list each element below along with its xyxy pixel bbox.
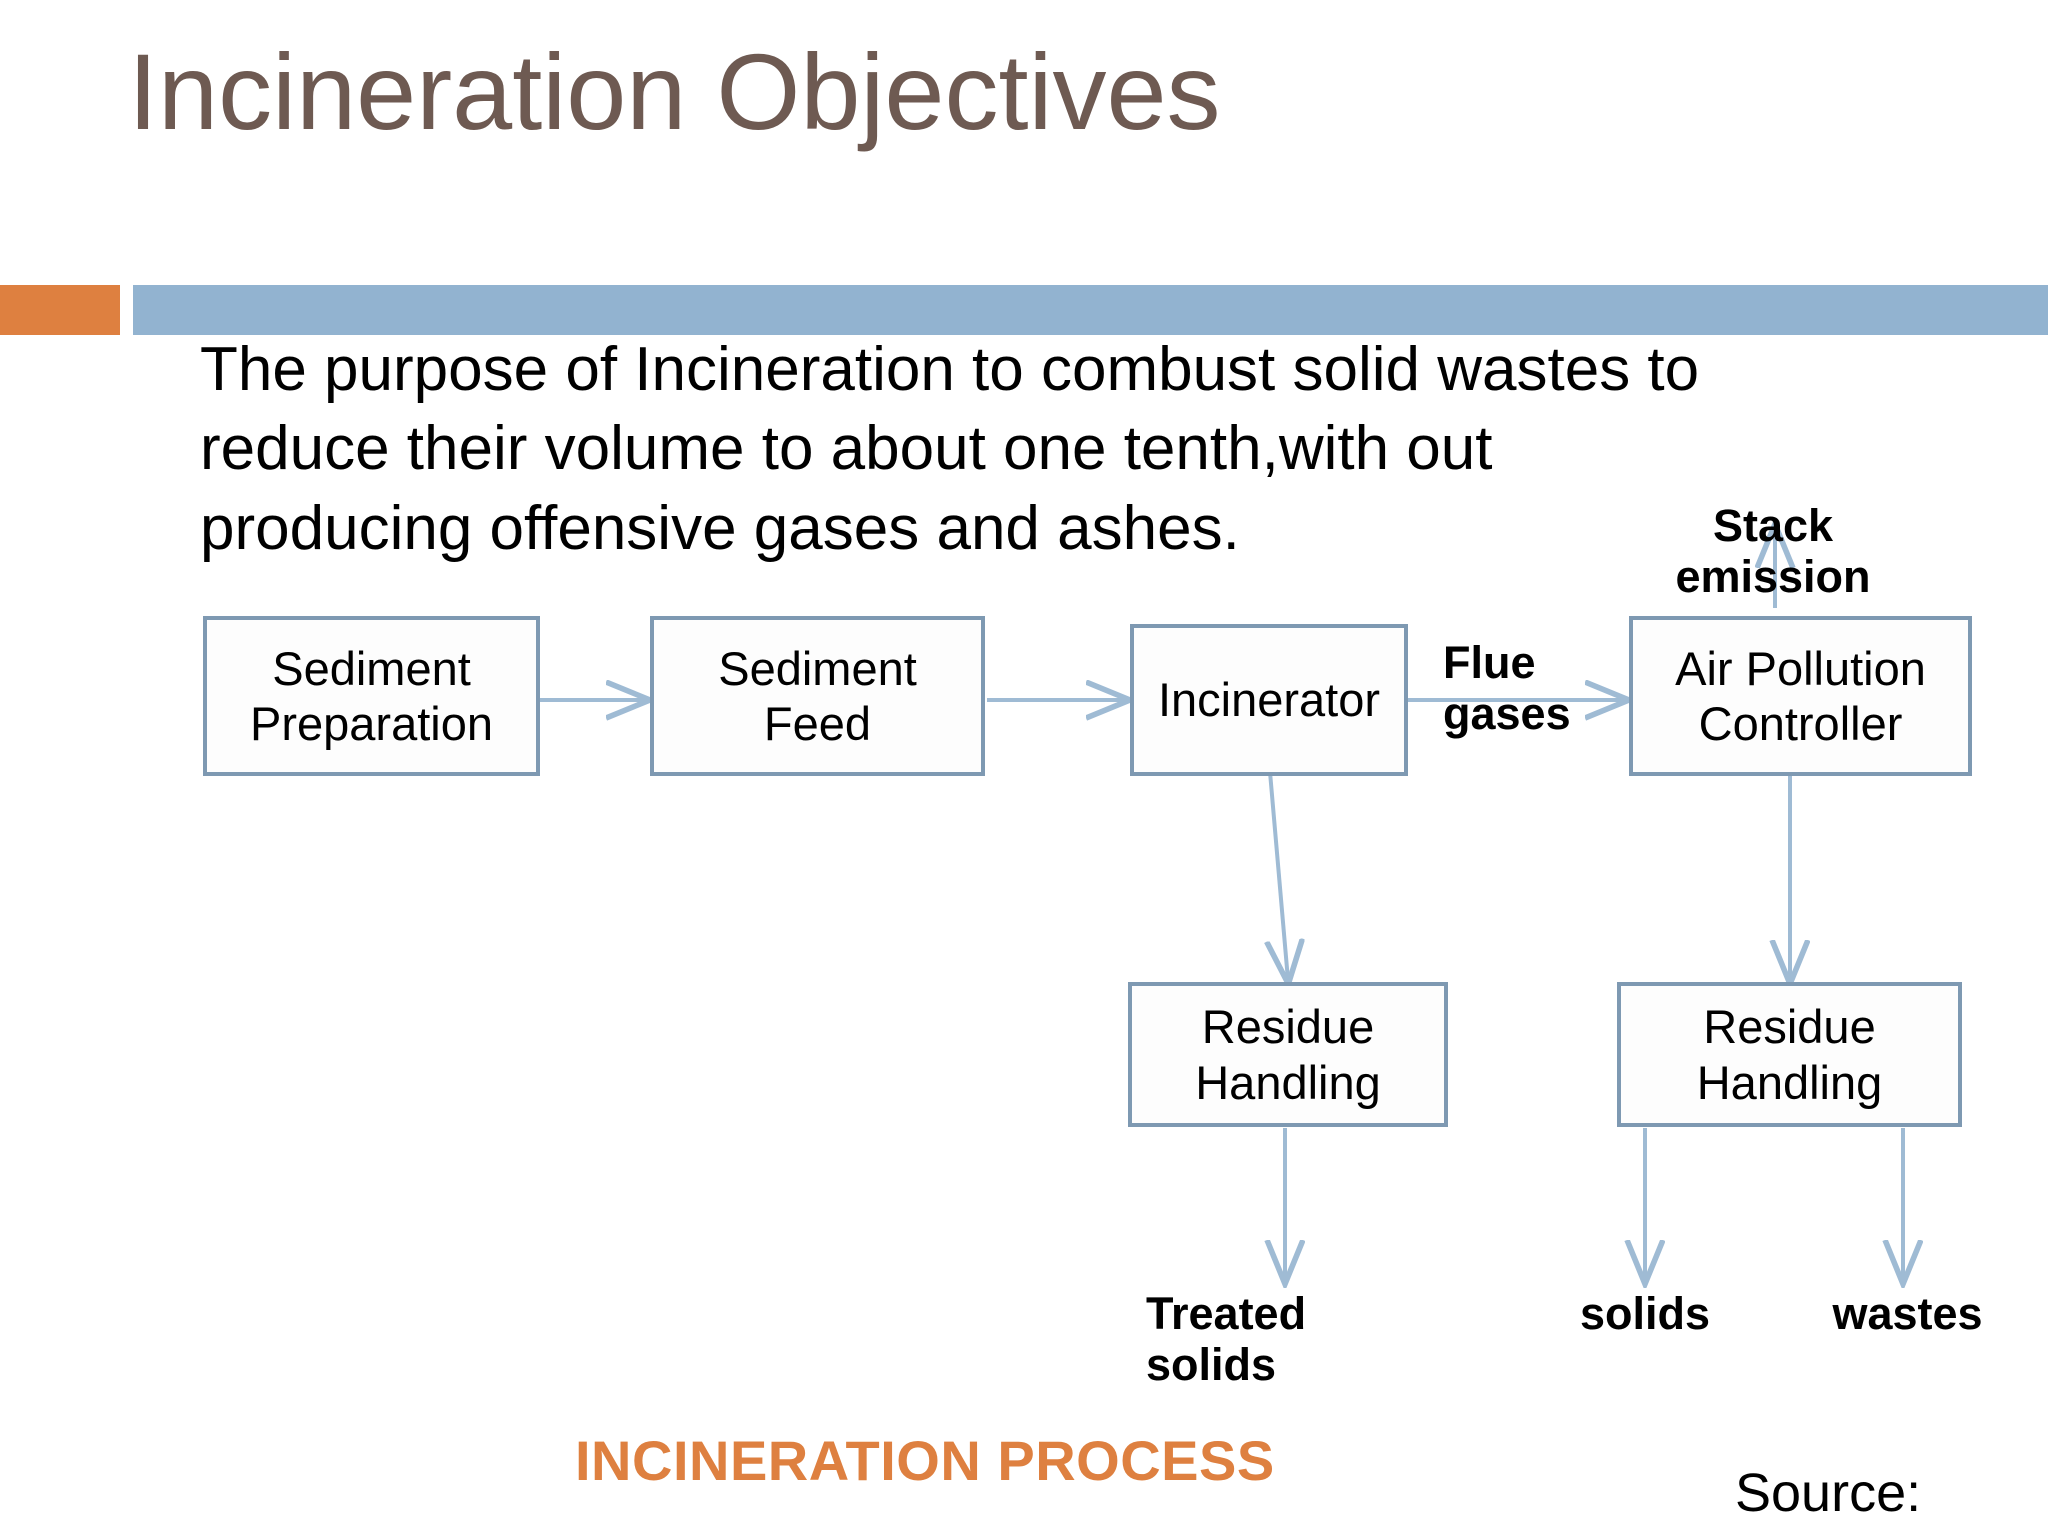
accent-bar-orange <box>0 285 120 335</box>
body-paragraph: The purpose of Incineration to combust s… <box>200 335 1700 563</box>
page-title: Incineration Objectives <box>128 31 1221 152</box>
label-solids: solids <box>1579 1288 1711 1339</box>
process-caption: INCINERATION PROCESS <box>575 1429 1275 1492</box>
flow-box-residue-handling-left[interactable]: Residue Handling <box>1128 982 1448 1127</box>
flow-box-air-pollution-controller[interactable]: Air Pollution Controller <box>1629 616 1972 776</box>
flow-box-label: Sediment Preparation <box>250 641 493 750</box>
flow-box-label: Incinerator <box>1157 673 1381 727</box>
source-label: Source: <box>1735 1463 1922 1523</box>
connector-incinerator-to-residue-left <box>1270 771 1288 980</box>
flow-box-label: Residue Handling <box>1195 1000 1381 1109</box>
flow-box-sediment-feed[interactable]: Sediment Feed <box>650 616 985 776</box>
flow-box-label: Air Pollution Controller <box>1675 641 1926 750</box>
flow-box-incinerator[interactable]: Incinerator <box>1130 624 1408 776</box>
label-wastes: wastes <box>1832 1288 1983 1339</box>
label-flue-gases: Flue gases <box>1443 637 1571 740</box>
flow-box-label: Residue Handling <box>1696 1000 1883 1109</box>
flow-box-label: Sediment Feed <box>718 641 917 750</box>
flow-box-sediment-preparation[interactable]: Sediment Preparation <box>203 616 540 776</box>
flow-box-residue-handling-right[interactable]: Residue Handling <box>1617 982 1962 1127</box>
label-treated-solids: Treated solids <box>1146 1288 1307 1391</box>
accent-bar-blue <box>133 285 2048 335</box>
label-stack-emission: Stack emission <box>1675 500 1871 603</box>
